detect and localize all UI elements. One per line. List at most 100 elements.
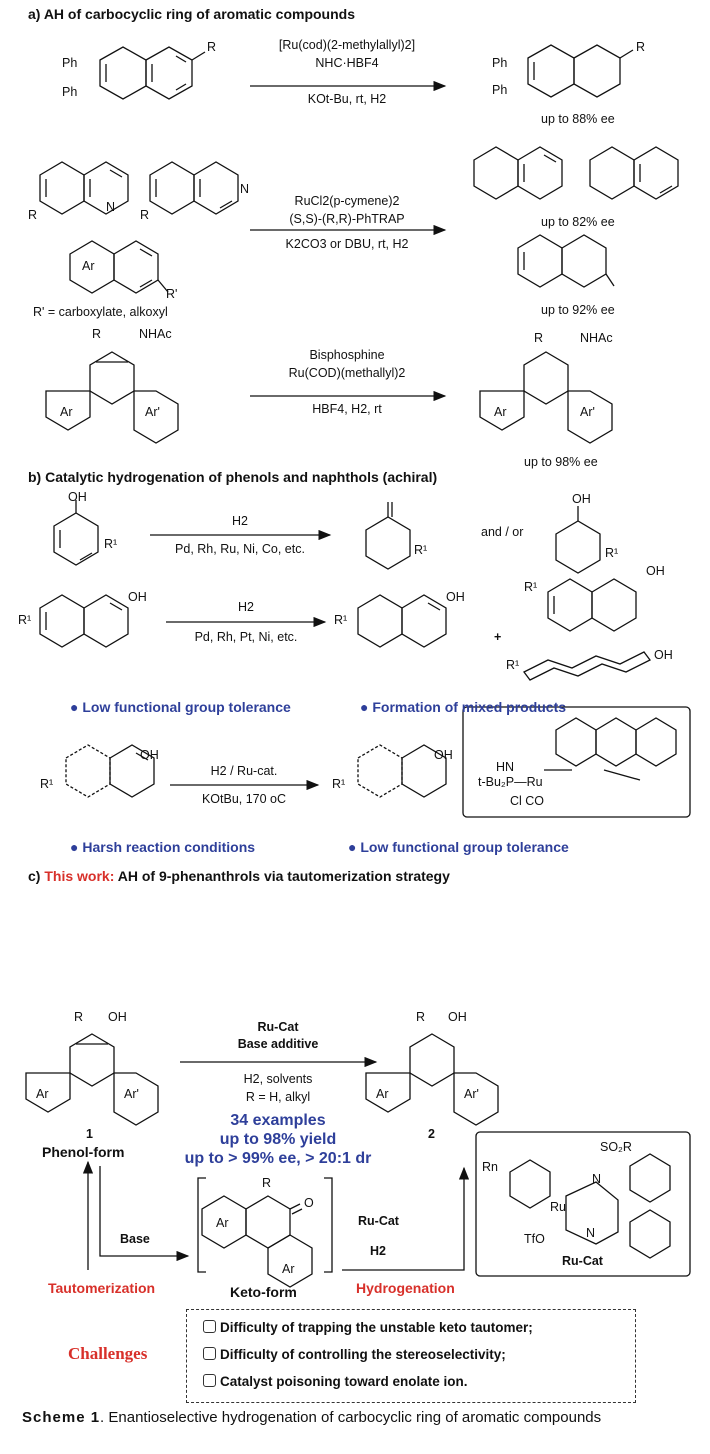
oh-label: OH	[140, 748, 159, 762]
a-r3-ee: up to 98% ee	[524, 455, 598, 469]
r1-label: R¹	[605, 546, 619, 560]
arprime-label: Ar'	[580, 405, 595, 419]
a-r2-cond3: K2CO3 or DBU, rt, H2	[285, 237, 409, 251]
c-phenol-form: Phenol-form	[42, 1144, 125, 1160]
b-bullet-2: ● Formation of mixed products	[360, 699, 567, 715]
checkbox-icon	[203, 1347, 216, 1360]
b-r2-products	[357, 578, 651, 681]
hn-label: HN	[496, 760, 515, 774]
b-r1-cond1: H2	[232, 514, 248, 528]
base-arrow	[99, 1166, 190, 1262]
b-r3-catalyst-box	[462, 706, 691, 818]
c-label-1: 1	[86, 1127, 93, 1141]
a-r1-ee: up to 88% ee	[541, 112, 615, 126]
a-r2-cond1: RuCl2(p-cymene)2	[294, 194, 400, 208]
cl-co-label: Cl CO	[510, 794, 545, 808]
a-r2-ee2: up to 92% ee	[541, 303, 615, 317]
rn-label: Rn	[482, 1160, 498, 1174]
b-r2-cond1: H2	[238, 600, 254, 614]
r-label: R	[92, 327, 102, 341]
a-r2-ee1: up to 82% ee	[541, 215, 615, 229]
arprime-label: Ar'	[124, 1087, 139, 1101]
ar-label: Ar	[494, 405, 507, 419]
n-label: N	[592, 1172, 602, 1186]
c-summary-1: 34 examples	[230, 1112, 326, 1129]
c-cond1: Ru-Cat	[257, 1020, 299, 1034]
tfo-label: TfO	[524, 1232, 545, 1246]
o-label: O	[304, 1196, 314, 1210]
c-summary-2: up to 98% yield	[219, 1131, 337, 1148]
c-h2-arrow-label: H2	[370, 1244, 386, 1258]
scheme-caption: Scheme 1. Enantioselective hydrogenation…	[22, 1409, 602, 1426]
r1-label: R¹	[334, 613, 348, 627]
nhac-label: NHAc	[580, 331, 613, 345]
ph-label: Ph	[492, 83, 508, 97]
c-label-2: 2	[428, 1127, 435, 1141]
challenge-item: Difficulty of trapping the unstable keto…	[203, 1320, 533, 1335]
r-label: R	[636, 40, 646, 54]
a-r2-quinoline	[39, 161, 129, 215]
oh-label: OH	[128, 590, 147, 604]
ru-cat-structure	[509, 1153, 671, 1259]
a-r1-cond1: [Ru(cod)(2-methylallyl)2]	[278, 38, 416, 52]
r-label: R	[140, 208, 150, 222]
oh-label: OH	[572, 492, 591, 506]
b-r1-phenol	[53, 500, 99, 566]
b-bullet-4: ● Low functional group tolerance	[348, 839, 569, 855]
r-label: R	[74, 1010, 84, 1024]
challenge-item: Difficulty of controlling the stereosele…	[203, 1347, 506, 1362]
n-label: N	[106, 200, 116, 214]
ru-cat-box	[475, 1131, 691, 1277]
a-r3-substrate	[45, 351, 179, 444]
a-r1-product	[527, 44, 634, 98]
c-base: Base	[120, 1232, 150, 1246]
b-bullet-1: ● Low functional group tolerance	[70, 699, 291, 715]
c-substrate-1	[25, 1033, 159, 1126]
ar-label: Ar	[216, 1216, 229, 1230]
b-r1-cond2: Pd, Rh, Ru, Ni, Co, etc.	[175, 542, 305, 556]
c-hydrogenation: Hydrogenation	[356, 1280, 455, 1296]
ar-label: Ar	[36, 1087, 49, 1101]
b-r2-plus: +	[494, 630, 502, 644]
ar-label: Ar	[60, 405, 73, 419]
keto-bracket-right	[324, 1177, 333, 1273]
b-r3-catalyst-structure	[544, 717, 677, 781]
a-r2-naphthalene	[69, 240, 169, 294]
b-r3-cond2: KOtBu, 170 oC	[201, 792, 287, 806]
r-label: R	[262, 1176, 272, 1190]
challenges-box: Difficulty of trapping the unstable keto…	[186, 1309, 636, 1403]
arprime-label: Ar'	[464, 1087, 479, 1101]
oh-label: OH	[108, 1010, 127, 1024]
keto-bracket-left	[197, 1177, 206, 1273]
arprime-label: Ar'	[145, 405, 160, 419]
section-b-title: b) Catalytic hydrogenation of phenols an…	[28, 469, 438, 485]
b-r1-products	[365, 502, 601, 574]
a-r2-isoquinoline	[149, 161, 239, 215]
b-r2-naphthol	[39, 594, 129, 648]
b-bullet-3: ● Harsh reaction conditions	[70, 839, 256, 855]
c-product-2	[365, 1033, 499, 1126]
b-r3-product	[357, 744, 447, 798]
ar-label: Ar	[282, 1262, 295, 1276]
ar-label: Ar	[82, 259, 95, 273]
c-tautomerization: Tautomerization	[48, 1280, 156, 1296]
n-label: N	[240, 182, 250, 196]
r1-label: R¹	[18, 613, 32, 627]
c-challenges-label: Challenges	[68, 1344, 148, 1363]
section-a-title: a) AH of carbocyclic ring of aromatic co…	[28, 6, 355, 22]
oh-label: OH	[654, 648, 673, 662]
r1-label: R¹	[506, 658, 520, 672]
so2r-label: SO₂R	[600, 1140, 632, 1154]
ph-label: Ph	[62, 56, 78, 70]
hydrogenation-arrow	[342, 1166, 470, 1271]
c-cond2: Base additive	[237, 1037, 319, 1051]
a-r3-product	[479, 351, 613, 444]
tbu2p-label: t-Bu₂P—Ru	[478, 775, 543, 789]
ph-label: Ph	[492, 56, 508, 70]
r1-label: R¹	[40, 777, 54, 791]
challenge-item: Catalyst poisoning toward enolate ion.	[203, 1374, 468, 1389]
a-r3-cond1: Bisphosphine	[309, 348, 385, 362]
r1-label: R¹	[414, 543, 428, 557]
oh-label: OH	[446, 590, 465, 604]
